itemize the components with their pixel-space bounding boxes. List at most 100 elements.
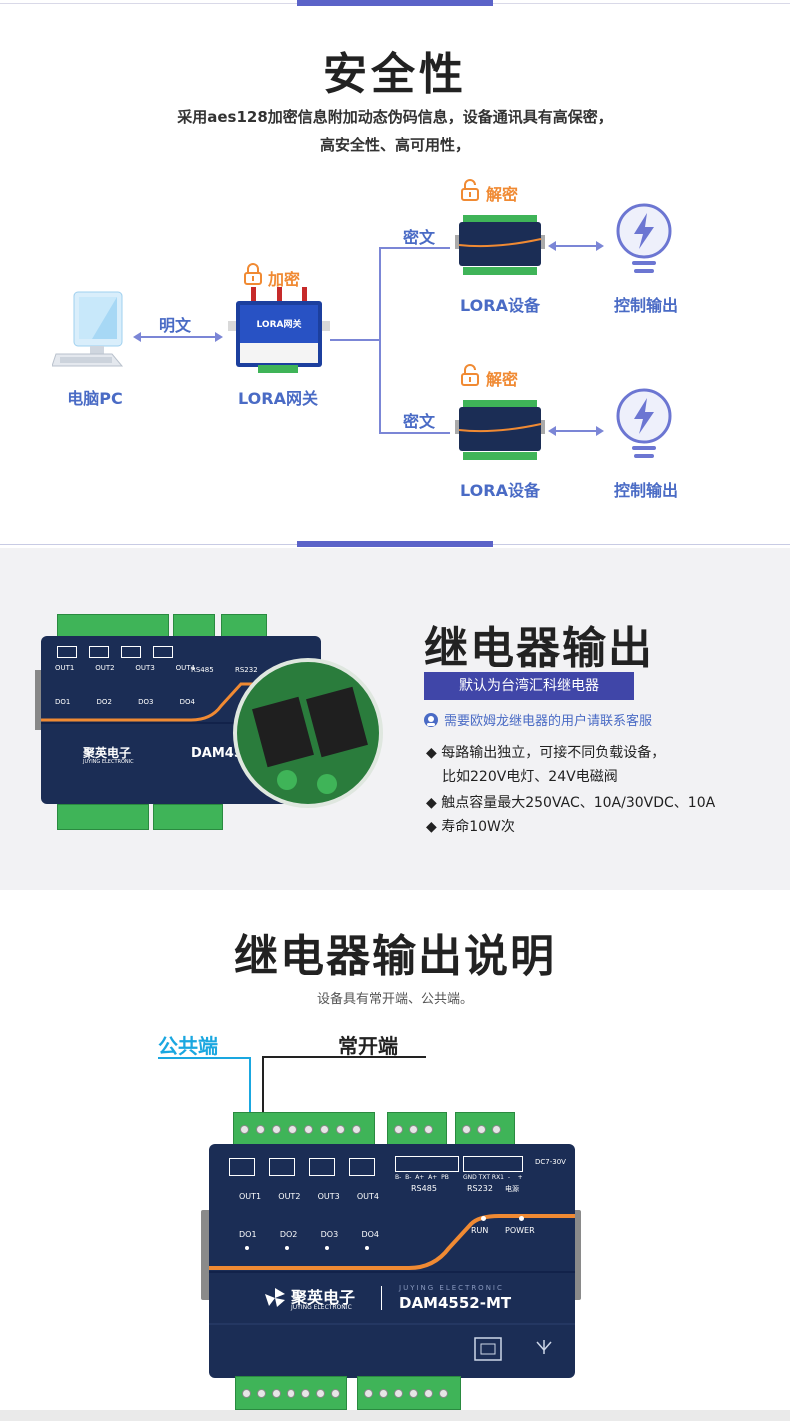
mount-ear xyxy=(35,670,43,730)
section-title: 安全性 xyxy=(323,49,467,100)
relay-component xyxy=(252,696,314,768)
lora-gateway-device: LORA网关 xyxy=(228,287,330,375)
lora-device-1 xyxy=(455,215,545,275)
common-terminal-label: 公共端 xyxy=(158,1034,218,1058)
out-labels: OUT1 OUT2 OUT3 OUT4 xyxy=(55,664,195,672)
out-label: OUT3 xyxy=(317,1192,340,1201)
control-label-2: 控制输出 xyxy=(613,481,678,500)
out-relay-symbols xyxy=(229,1158,375,1176)
out-label: OUT2 xyxy=(278,1192,301,1201)
bidirectional-arrow-icon xyxy=(548,241,604,251)
relay-device-image: OUT1 OUT2 OUT3 OUT4 DO1 DO2 DO3 DO4 RS48… xyxy=(35,610,385,838)
out-relay-boxes xyxy=(57,646,173,658)
run-label: RUN xyxy=(471,1226,489,1235)
top-accent-bar xyxy=(297,0,493,6)
bottom-terminal-block xyxy=(153,804,223,830)
top-terminal-block xyxy=(221,614,267,638)
bullet-3: ◆ 寿命10W次 xyxy=(426,816,515,836)
top-terminal-block xyxy=(57,614,169,638)
bullet-1-cont: 比如220V电灯、24V电磁阀 xyxy=(442,769,618,785)
lock-open-icon xyxy=(461,364,479,386)
gateway-label: LORA网关 xyxy=(238,389,318,408)
branch-connector xyxy=(330,247,450,434)
device-model: DAM4552-MT xyxy=(399,1294,512,1312)
diamond-icon: ◆ xyxy=(426,745,442,761)
plaintext-label: 明文 xyxy=(158,316,191,335)
power-led xyxy=(519,1216,524,1221)
dc-range-label: DC7-30V xyxy=(535,1158,566,1166)
customer-service-note: 需要欧姆龙继电器的用户请联系客服 xyxy=(424,710,652,729)
relay-zoom-bubble xyxy=(233,658,383,808)
lock-open-icon xyxy=(461,179,479,201)
rs485-port-frame xyxy=(395,1156,459,1172)
device-label-2: LORA设备 xyxy=(460,481,540,500)
out-label: OUT2 xyxy=(95,664,115,672)
rs485-pin-labels: B- B- A+ A+ PB xyxy=(395,1174,449,1181)
rs232-label: RS232 xyxy=(467,1184,493,1193)
relay-output-section: OUT1 OUT2 OUT3 OUT4 DO1 DO2 DO3 DO4 RS48… xyxy=(0,548,790,890)
out-labels: OUT1 OUT2 OUT3 OUT4 xyxy=(239,1192,379,1201)
out-label: OUT4 xyxy=(175,664,195,672)
out-label: OUT1 xyxy=(55,664,75,672)
pc-label: 电脑PC xyxy=(67,389,123,408)
bottom-terminal-block xyxy=(357,1376,461,1410)
plaintext-arrow-icon xyxy=(133,332,223,342)
device-model: DAM45 xyxy=(191,746,243,761)
normally-open-label: 常开端 xyxy=(338,1034,398,1058)
bidirectional-arrow-icon xyxy=(548,426,604,436)
security-section: 安全性 采用aes128加密信息附加动态伪码信息，设备通讯具有高保密， 高安全性… xyxy=(0,0,790,545)
lora-device-2 xyxy=(455,400,545,460)
lightning-bulb-icon xyxy=(616,388,672,458)
do-label: DO3 xyxy=(138,698,154,706)
lightning-bulb-icon xyxy=(616,203,672,273)
gateway-screen-title: LORA网关 xyxy=(256,320,302,330)
explanation-subtitle: 设备具有常开端、公共端。 xyxy=(316,992,473,1007)
brand-name-en: JUYING ELECTRONIC xyxy=(83,759,134,765)
bottom-shadow-band xyxy=(0,1410,790,1421)
relay-component xyxy=(306,686,368,758)
do-label: DO4 xyxy=(179,698,195,706)
customer-service-icon xyxy=(424,712,438,727)
top-terminal-block xyxy=(233,1112,375,1146)
brand-separator xyxy=(381,1286,382,1310)
do-label: DO2 xyxy=(96,698,112,706)
control-label-1: 控制输出 xyxy=(613,296,678,315)
cipher-label-1: 密文 xyxy=(402,228,435,247)
terminal-screw xyxy=(317,774,337,794)
section-desc-line2: 高安全性、高可用性， xyxy=(319,136,470,154)
terminal-screw xyxy=(277,770,297,790)
bullet-text: 寿命10W次 xyxy=(441,819,515,835)
device-body: OUT1 OUT2 OUT3 OUT4 DO1 DO2 DO3 DO4 B- B… xyxy=(209,1144,575,1378)
customer-service-text: 需要欧姆龙继电器的用户请联系客服 xyxy=(444,714,653,729)
rs232-pin-labels: GND TXT RX1 - + xyxy=(463,1174,523,1181)
antenna-icon xyxy=(536,1340,552,1354)
brand-name: 聚英电子 xyxy=(291,1288,356,1307)
relay-explanation-section: 继电器输出说明 设备具有常开端、公共端。 公共端 常开端 xyxy=(0,890,790,1421)
top-terminal-block xyxy=(173,614,215,638)
do-indicator-leds xyxy=(245,1246,369,1250)
default-relay-badge: 默认为台湾汇科继电器 xyxy=(424,672,634,700)
do-label: DO4 xyxy=(361,1230,379,1239)
rs485-label: RS485 xyxy=(411,1184,437,1193)
brand-name: 聚英电子 xyxy=(83,746,132,760)
power-port-label: 电源 xyxy=(505,1185,519,1193)
diamond-icon: ◆ xyxy=(426,795,442,811)
decrypt-label-1: 解密 xyxy=(486,185,519,204)
brand-logo-icon xyxy=(265,1288,285,1307)
brand-name-en-faded: JUYING ELECTRONIC xyxy=(399,1284,504,1292)
bullet-2: ◆ 触点容量最大250VAC、10A/30VDC、10A xyxy=(426,792,715,812)
power-label: POWER xyxy=(505,1226,535,1235)
out-label: OUT3 xyxy=(135,664,155,672)
do-label: DO3 xyxy=(320,1230,339,1239)
lock-closed-icon xyxy=(244,263,262,285)
brand-name-en: JUYING ELECTRONIC xyxy=(291,1304,352,1311)
do-label: DO2 xyxy=(279,1230,298,1239)
do-labels: DO1 DO2 DO3 DO4 xyxy=(55,698,195,706)
diamond-icon: ◆ xyxy=(426,819,442,835)
encrypt-label: 加密 xyxy=(268,270,301,289)
normally-open-callout-line xyxy=(262,1056,426,1124)
rs485-label: RS485 xyxy=(191,666,214,674)
relay-title: 继电器输出 xyxy=(424,623,654,674)
device-label-1: LORA设备 xyxy=(460,296,540,315)
rs232-label: RS232 xyxy=(235,666,258,674)
